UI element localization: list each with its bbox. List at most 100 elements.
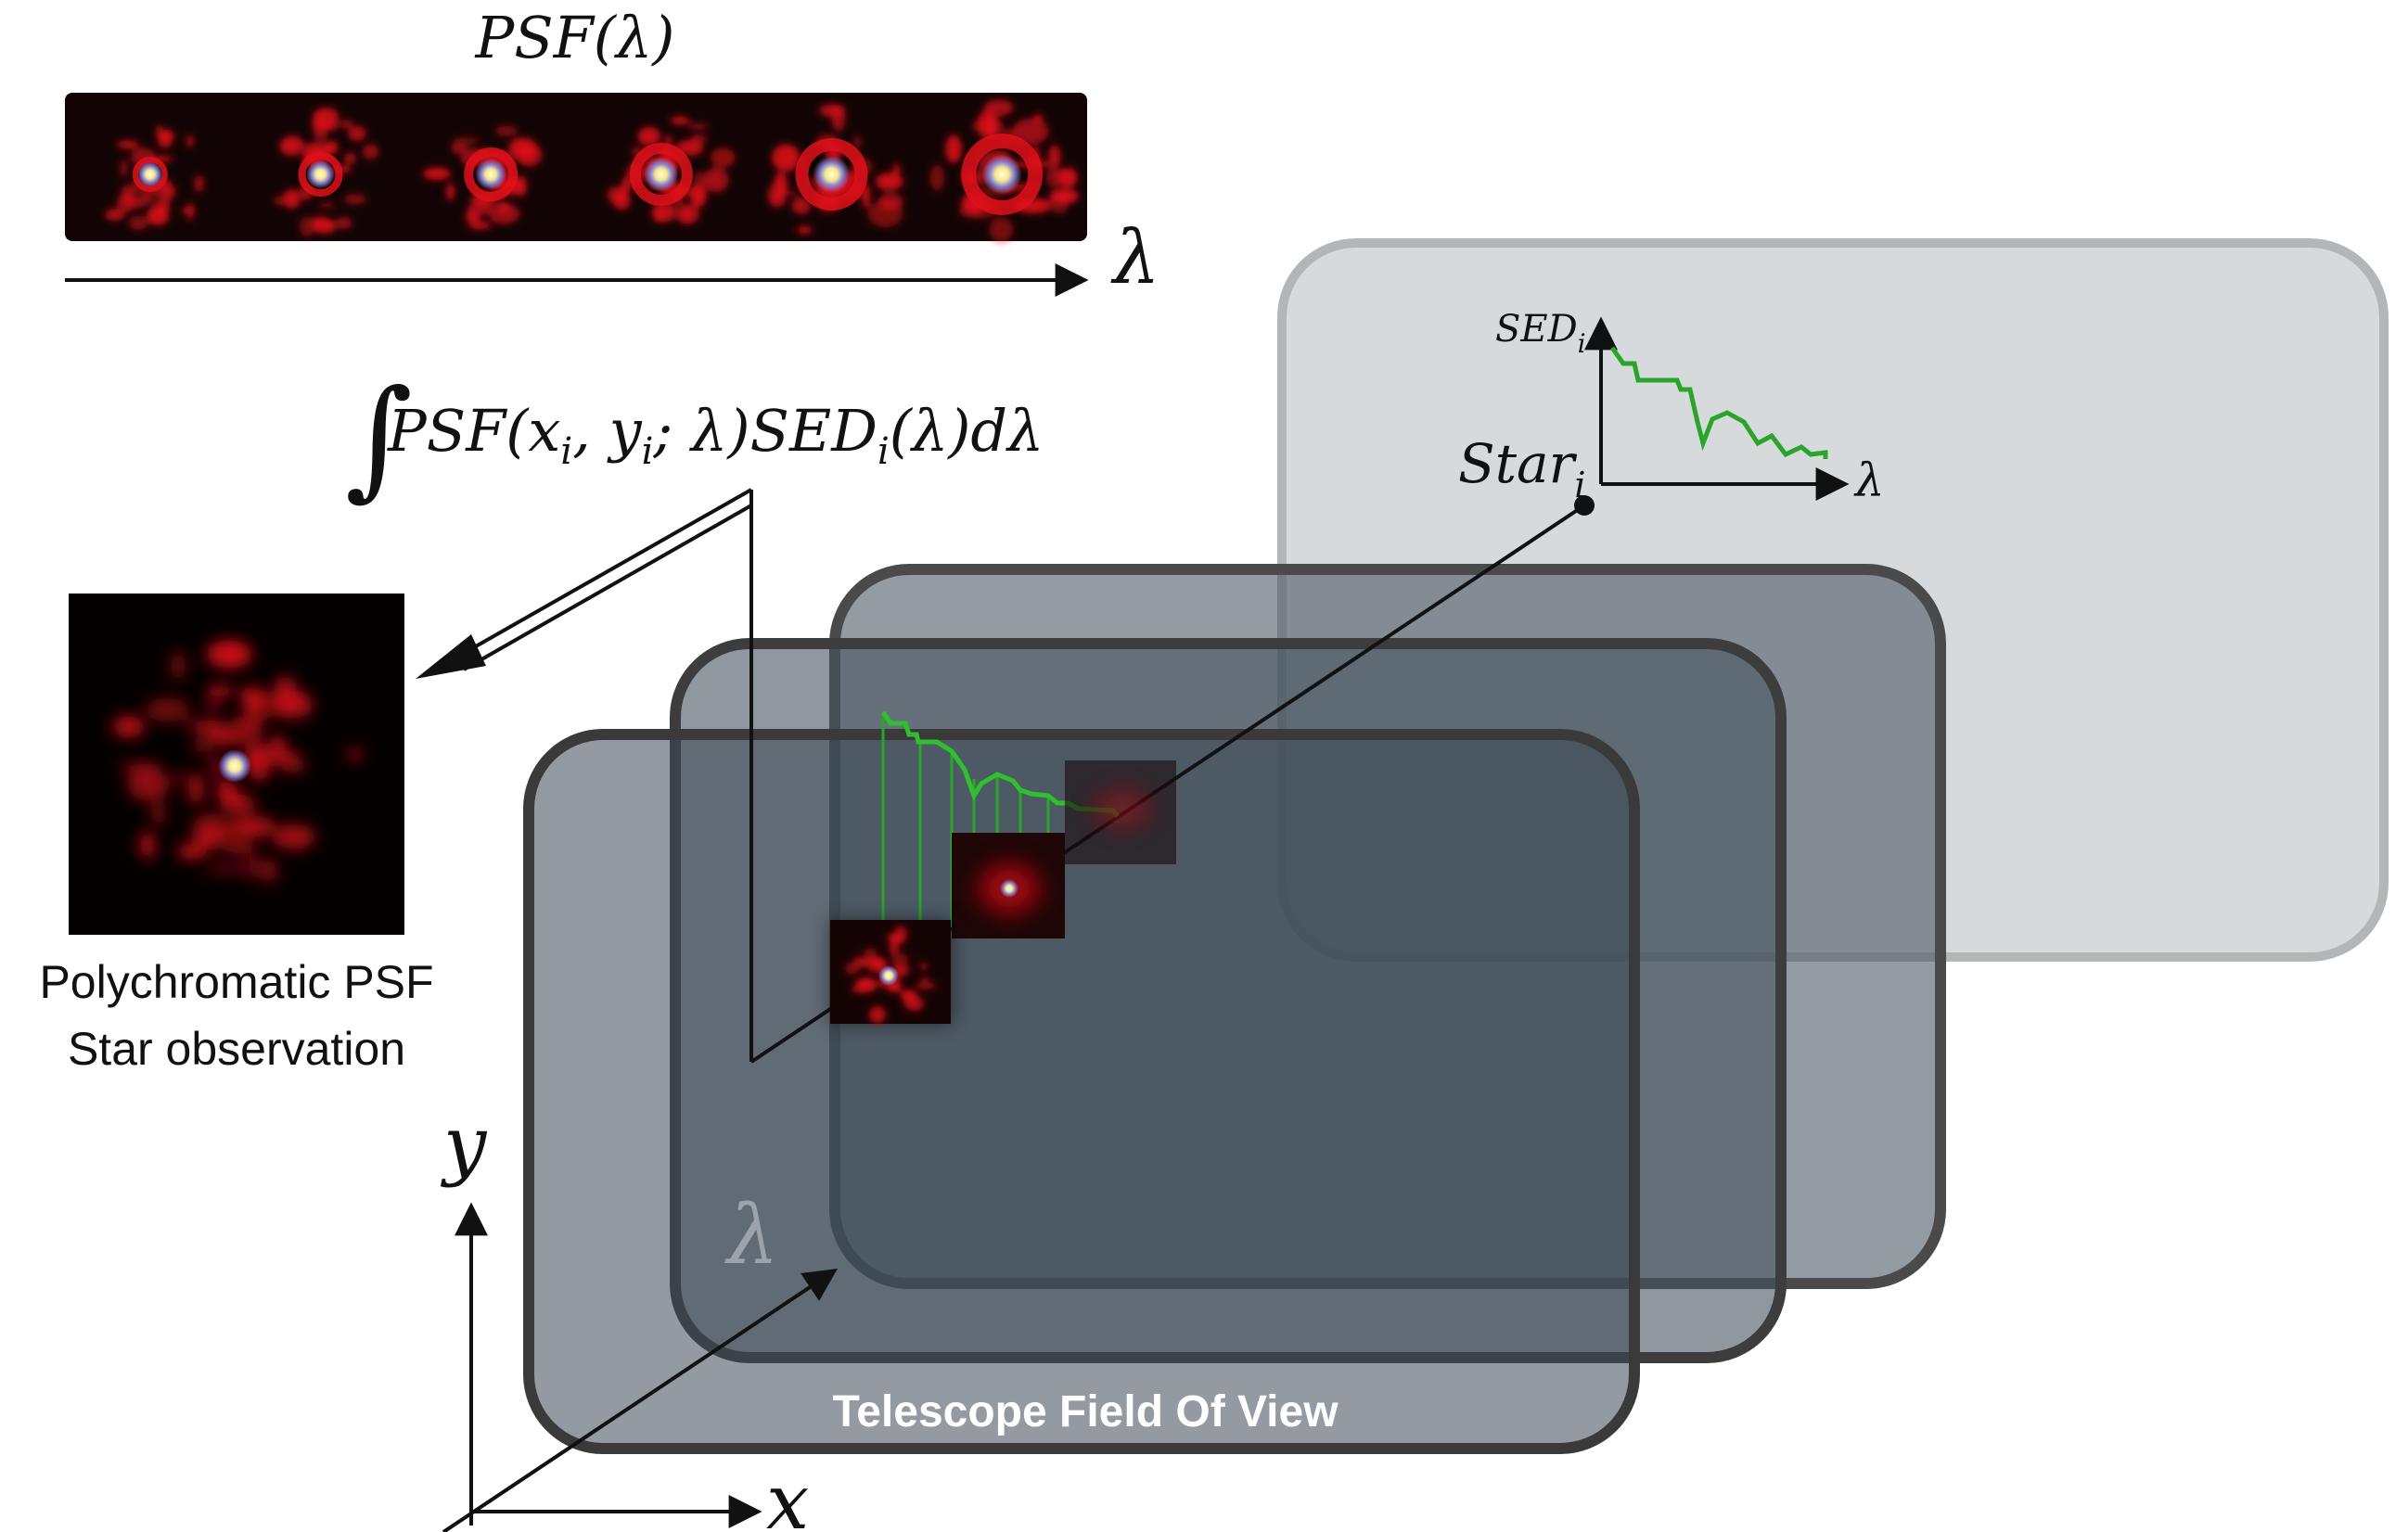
psf-speckle	[772, 144, 801, 172]
psf-speckle	[224, 823, 269, 836]
psf-speckle	[819, 104, 846, 117]
psf-speckle	[230, 716, 250, 733]
psf-tile-mid	[952, 833, 1065, 938]
psf-speckle	[488, 203, 520, 224]
psf-speckle	[242, 683, 255, 709]
psf-speckle	[689, 184, 707, 208]
psf-speckle	[468, 222, 492, 229]
psf-speckle	[343, 194, 367, 205]
psf-speckle	[875, 172, 903, 191]
psf-speckle	[796, 226, 813, 234]
psf-ring	[298, 152, 343, 197]
psf-speckle	[989, 216, 1014, 243]
psf-speckle	[155, 123, 163, 135]
integral-sign: ∫	[345, 363, 413, 514]
psf-speckle	[494, 125, 519, 136]
psf-tile-near	[830, 920, 953, 1024]
psf-speckle	[127, 769, 170, 801]
psf-core	[475, 159, 507, 190]
psf-speckle	[324, 140, 339, 155]
psf-speckle	[945, 134, 962, 163]
sed-x-label: λ	[1853, 453, 1885, 507]
psf-speckle	[868, 963, 879, 973]
psf-speckle	[855, 977, 877, 992]
psf-speckle	[270, 693, 314, 719]
psf-speckle	[186, 135, 194, 147]
psf-speckle	[245, 712, 262, 746]
psf-strip-axis-label: λ	[1110, 214, 1160, 300]
psf-speckle	[869, 1006, 886, 1024]
psf-speckle	[128, 215, 148, 230]
psf-speckle	[167, 773, 209, 784]
psf-speckle	[693, 171, 707, 191]
psf-speckle	[863, 948, 877, 958]
psf-speckle	[343, 152, 356, 164]
psf-speckle	[977, 110, 998, 140]
psf-speckle	[1045, 167, 1063, 187]
psf-speckle	[845, 962, 858, 976]
psf-strip-title: PSF(λ)	[475, 4, 675, 71]
psf-speckle	[147, 213, 155, 222]
coordinate-axes: x y λ	[440, 1101, 838, 1532]
observation-caption-line2: Star observation	[68, 1023, 405, 1075]
observation: Polychromatic PSF Star observation	[39, 594, 434, 1075]
psf-speckle	[281, 757, 307, 774]
integration-arrow	[416, 488, 753, 1062]
psf-speckle	[893, 163, 901, 177]
psf-speckle	[853, 134, 861, 151]
psf-speckle	[1033, 114, 1044, 122]
psf-speckle	[206, 640, 252, 669]
y-axis-label: y	[440, 1101, 488, 1189]
psf-speckle	[261, 859, 277, 883]
psf-speckle	[892, 965, 912, 973]
psf-speckle	[187, 201, 194, 222]
psf-speckle	[274, 676, 297, 700]
psf-speckle	[775, 189, 800, 197]
depth-axis	[442, 1268, 838, 1532]
psf-speckle	[312, 122, 339, 131]
psf-speckle	[211, 685, 228, 693]
psf-speckle	[711, 147, 736, 168]
psf-speckle	[313, 108, 339, 128]
field-panels: Telescope Field Of View	[523, 238, 2389, 1454]
psf-ring	[132, 157, 168, 192]
psf-speckle	[900, 989, 917, 1002]
psf-speckle	[194, 174, 204, 193]
psf-speckle	[195, 720, 230, 737]
psf-speckle	[104, 209, 125, 221]
psf-speckle	[219, 774, 226, 795]
psf-speckle	[612, 192, 631, 211]
psf-speckle	[339, 120, 353, 129]
psf-speckle	[767, 183, 786, 207]
psf-speckle	[247, 850, 258, 881]
psf-speckle	[929, 164, 944, 191]
psf-speckle	[149, 801, 167, 825]
integral-expression: PSF(xi, yi; λ)SEDi(λ)dλ	[387, 397, 1044, 473]
psf-speckle	[336, 217, 352, 229]
psf-speckle	[123, 196, 147, 209]
psf-speckle	[283, 189, 301, 209]
psf-speckle	[270, 734, 286, 756]
psf-core	[813, 156, 851, 193]
psf-speckle	[139, 831, 155, 860]
psf-speckle	[312, 217, 330, 225]
psf-speckle	[1057, 167, 1078, 188]
psf-ring	[961, 134, 1044, 215]
psf-ring	[795, 138, 868, 211]
psf-core	[644, 157, 679, 192]
psf-speckle	[1012, 118, 1049, 145]
psf-speckle	[316, 202, 337, 209]
psf-speckle	[222, 840, 255, 854]
psf-speckle	[871, 956, 885, 965]
observation-caption-line1: Polychromatic PSF	[39, 956, 433, 1008]
psf-speckle	[191, 738, 213, 754]
psf-speckle	[119, 763, 163, 773]
psf-speckle	[1049, 193, 1070, 214]
psf-speckle	[791, 197, 811, 214]
psf-speckle	[511, 140, 523, 152]
psf-speckle	[902, 1002, 920, 1008]
psf-speckle	[922, 975, 929, 988]
psf-speckle	[670, 117, 690, 124]
psf-ring	[464, 147, 519, 201]
psf-speckle	[112, 716, 146, 738]
